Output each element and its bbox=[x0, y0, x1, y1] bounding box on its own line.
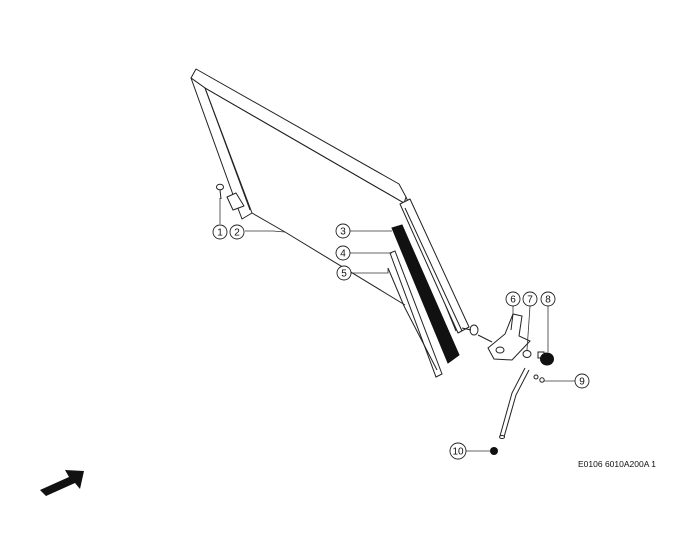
nut-part bbox=[533, 374, 545, 383]
svg-text:9: 9 bbox=[579, 377, 585, 388]
svg-text:4: 4 bbox=[340, 249, 346, 260]
callout-1: 1 bbox=[212, 224, 228, 240]
svg-text:8: 8 bbox=[545, 295, 551, 306]
callout-6: 6 bbox=[505, 291, 521, 307]
knob-part bbox=[537, 351, 554, 366]
svg-text:2: 2 bbox=[234, 228, 240, 239]
hinge-pin-part bbox=[461, 324, 493, 343]
svg-text:10: 10 bbox=[452, 447, 464, 458]
seal-part bbox=[387, 267, 438, 371]
svg-text:1: 1 bbox=[217, 228, 223, 239]
cap-part bbox=[490, 447, 498, 455]
screw-part bbox=[216, 183, 224, 200]
callout-10: 10 bbox=[449, 442, 467, 460]
callout-4: 4 bbox=[335, 245, 351, 261]
door-panel bbox=[190, 68, 470, 334]
callout-2: 2 bbox=[229, 224, 245, 240]
callout-7: 7 bbox=[522, 291, 538, 307]
svg-text:3: 3 bbox=[340, 227, 346, 238]
strip-part bbox=[389, 250, 443, 378]
svg-text:7: 7 bbox=[527, 295, 533, 306]
callout-5: 5 bbox=[336, 265, 352, 281]
hinge-bracket-part bbox=[487, 313, 531, 361]
support-rod-part bbox=[499, 367, 530, 439]
leader-lines bbox=[219, 198, 575, 452]
washer-part bbox=[522, 350, 532, 358]
svg-text:6: 6 bbox=[510, 295, 516, 306]
callout-3: 3 bbox=[335, 223, 351, 239]
svg-text:5: 5 bbox=[341, 269, 347, 280]
drawing-reference-code: E0106 6010A200A 1 bbox=[578, 459, 656, 469]
callout-8: 8 bbox=[540, 291, 556, 307]
weatherstrip-part bbox=[391, 224, 460, 364]
arrow-up-right-icon bbox=[40, 470, 84, 496]
callout-9: 9 bbox=[574, 373, 590, 389]
